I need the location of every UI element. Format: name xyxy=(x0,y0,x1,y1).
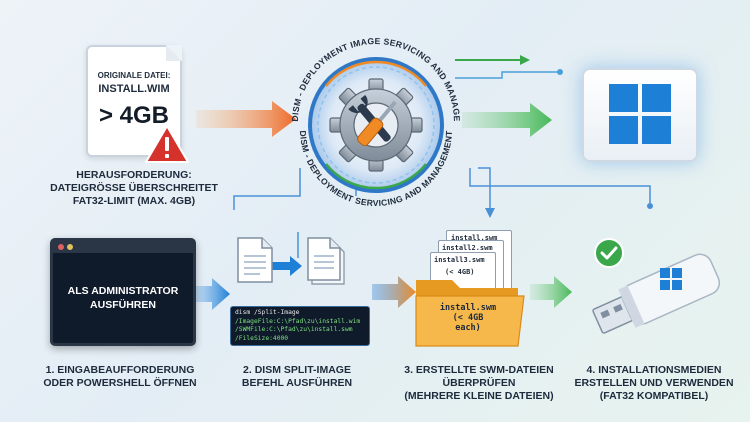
command-line-4: /FileSize:4000 xyxy=(235,334,289,342)
terminal-text-line1: ALS ADMINISTRATOR xyxy=(67,285,179,297)
arrow-step1-step2 xyxy=(186,278,230,310)
dism-command-box: dism /Split-Image /ImageFile:C:\Pfad\zu\… xyxy=(230,306,370,346)
source-file-size: > 4GB xyxy=(98,102,170,129)
gear-icon xyxy=(329,78,423,172)
command-line-3: /SWMFile:C:\Pfad\zu\install.swm xyxy=(235,326,353,334)
source-file-name: INSTALL.WIM xyxy=(98,83,170,95)
terminal-window: ALS ADMINISTRATOR AUSFÜHREN xyxy=(50,238,196,346)
windows-logo-icon xyxy=(609,84,671,144)
challenge-title: HERAUSFORDERUNG: xyxy=(76,169,192,181)
arrow-step2-step3 xyxy=(372,276,416,308)
document-icon-source xyxy=(237,237,273,283)
dism-gear-emblem: DISM - DEPLOYMENT IMAGE SERVICING AND MA… xyxy=(290,36,462,208)
terminal-titlebar xyxy=(53,241,193,253)
challenge-line2: DATEIGRÖSSE ÜBERSCHREITET xyxy=(50,182,218,195)
terminal-text-line2: AUSFÜHREN xyxy=(90,299,156,311)
warning-triangle-icon xyxy=(145,125,189,163)
windows-tile xyxy=(582,68,698,162)
document-icon-split xyxy=(307,237,345,285)
command-line-1: dism /Split-Image xyxy=(235,309,300,316)
challenge-text: HERAUSFORDERUNG: DATEIGRÖSSE ÜBERSCHREIT… xyxy=(30,169,238,208)
checkmark-icon xyxy=(594,238,624,268)
folder-icon xyxy=(415,280,525,347)
screwdriver-icon xyxy=(357,100,397,147)
challenge-line3: FAT32-LIMIT (max. 4GB) xyxy=(72,195,196,208)
step-3-label: 3. ERSTELLTE SWM-DATEIEN ÜBERPRÜFEN (MEH… xyxy=(404,364,554,403)
arrow-to-dism xyxy=(196,101,296,137)
arrow-step3-step4 xyxy=(530,276,572,308)
arrow-to-windows xyxy=(462,103,552,137)
step-1-label: 1. EINGABEAUFFORDERUNG ODER POWERSHELL Ö… xyxy=(43,364,197,390)
command-line-2: /ImageFile:C:\Pfad\zu\install.wim xyxy=(235,317,361,325)
step-4-label: 4. INSTALLATIONSMEDIEN ERSTELLEN UND VER… xyxy=(574,364,734,403)
usb-windows-logo-icon xyxy=(660,268,682,290)
source-file-label: ORIGINALE DATEI: xyxy=(97,71,171,80)
step-2-label: 2. DISM SPLIT-IMAGE BEFEHL AUSFÜHREN xyxy=(241,364,353,390)
folder-label: install.swm (< 4GB each) xyxy=(439,303,497,333)
